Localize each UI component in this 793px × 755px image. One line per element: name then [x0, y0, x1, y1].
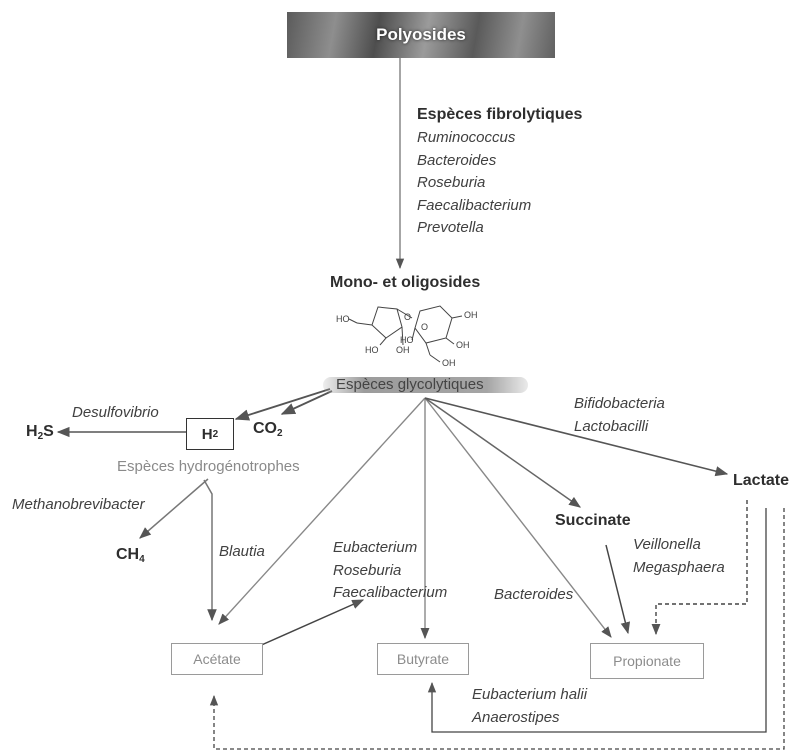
- butyrate-box: Butyrate: [377, 643, 469, 675]
- molecule-atom-label: HO: [336, 314, 350, 324]
- molecule-atom-label: OH: [456, 340, 470, 350]
- bifido-species: Bifidobacteria: [574, 395, 665, 412]
- eub-halii-species: Eubacterium halii: [472, 686, 588, 703]
- eub-halii-list: Eubacterium halii Anaerostipes: [472, 684, 587, 729]
- mono-oligosides-title: Mono- et oligosides: [330, 274, 481, 291]
- arrow-lactate-to-butyrate: [427, 508, 767, 733]
- arrow-hydro-to-acetate: [203, 479, 217, 622]
- arrow-acetate-to-eubacterium: [256, 599, 365, 648]
- molecule-atom-label: HO: [365, 345, 379, 355]
- arrow-lactate-to-acetate: [209, 508, 785, 750]
- molecule-atom-label: O: [404, 312, 412, 322]
- arrow-glyc-to-propionate-a: [424, 397, 612, 638]
- veillonella-list: Veillonella Megasphaera: [633, 534, 725, 579]
- fibrolytic-species: Prevotella: [417, 219, 484, 236]
- polyosides-banner: Polyosides: [287, 12, 555, 58]
- eubacterium-species: Eubacterium: [333, 539, 418, 556]
- arrow-hydro-to-ch4: [139, 478, 209, 539]
- arrow-glyc-to-lactate: [424, 397, 729, 477]
- eubacterium-list: Eubacterium Roseburia Faecalibacterium: [333, 537, 447, 605]
- eubacterium-species: Faecalibacterium: [333, 584, 448, 601]
- fibrolytic-title: Espèces fibrolytiques: [417, 106, 583, 123]
- veillonella-species: Megasphaera: [633, 558, 725, 576]
- bifido-species: Lactobacilli: [574, 417, 649, 435]
- veillonella-species: Veillonella: [633, 536, 701, 553]
- molecule-atom-label: OH: [396, 345, 410, 355]
- butyrate-label: Butyrate: [396, 651, 450, 667]
- glycolytic-label: Espèces glycolytiques: [336, 376, 484, 393]
- succinate-label: Succinate: [555, 512, 631, 529]
- molecule-atom-label: HO: [400, 335, 414, 345]
- glycolytic-highlight: [323, 377, 528, 393]
- hydrogenotrophes-label: Espèces hydrogénotrophes: [117, 458, 300, 475]
- arrow-glyc-to-succinate: [424, 397, 581, 508]
- arrow-succinate-to-propionate: [605, 544, 631, 635]
- fibrolytic-species: Bacteroides: [417, 151, 497, 169]
- arrow-glyc-to-acetate: [218, 397, 426, 625]
- desulfovibrio-label: Desulfovibrio: [72, 404, 159, 421]
- eubacterium-species: Roseburia: [333, 561, 402, 579]
- acetate-box: Acétate: [171, 643, 263, 675]
- acetate-label: Acétate: [193, 651, 241, 667]
- blautia-label: Blautia: [219, 543, 265, 560]
- eub-halii-species: Anaerostipes: [472, 708, 560, 726]
- bifido-list: Bifidobacteria Lactobacilli: [574, 393, 665, 438]
- propionate-box: Propionate: [590, 643, 704, 679]
- fibrolytic-species: Roseburia: [417, 174, 486, 191]
- polyosides-label: Polyosides: [376, 25, 466, 44]
- h2s-label: H2S: [26, 423, 54, 442]
- arrow-glyc-to-co2: [280, 390, 333, 415]
- molecule-atom-label: OH: [442, 358, 456, 368]
- fibrolytic-species: Faecalibacterium: [417, 196, 532, 214]
- arrow-lactate-to-propionate: [651, 500, 748, 636]
- fibrolytic-species-list: Ruminococcus Bacteroides Roseburia Faeca…: [417, 127, 531, 240]
- molecule-atom-label: O: [421, 322, 429, 332]
- ch4-label: CH4: [116, 546, 145, 565]
- molecule-structure: [348, 305, 463, 363]
- molecule-atom-label: OH: [464, 310, 478, 320]
- propionate-label: Propionate: [613, 653, 681, 669]
- fibrolytic-species: Ruminococcus: [417, 129, 516, 146]
- methanobrevibacter-label: Methanobrevibacter: [12, 496, 145, 513]
- co2-label: CO2: [253, 420, 283, 439]
- bacteroides-label: Bacteroides: [494, 586, 574, 603]
- lactate-label: Lactate: [733, 472, 790, 489]
